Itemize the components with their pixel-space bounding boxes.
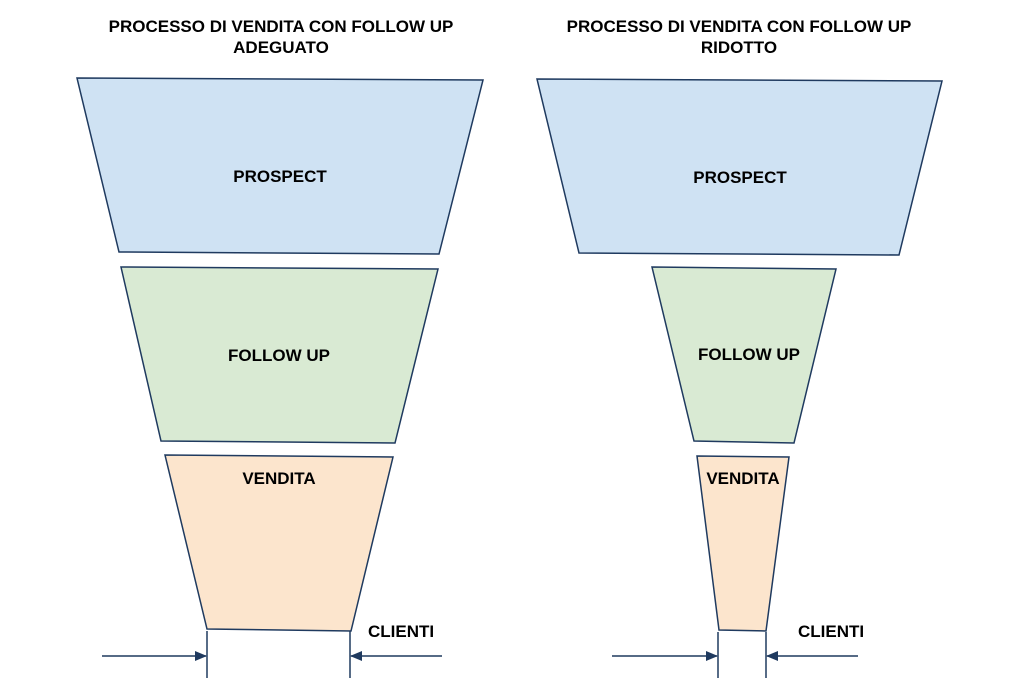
right-clienti-label: CLIENTI <box>798 622 864 641</box>
left-prospect-label: PROSPECT <box>233 167 327 186</box>
left-vendita-stage <box>164 454 394 632</box>
right-prospect-label: PROSPECT <box>693 168 787 187</box>
right-prospect-stage <box>536 78 943 256</box>
left-follow-up-label: FOLLOW UP <box>228 346 330 365</box>
right-title-line1: PROCESSO DI VENDITA CON FOLLOW UP <box>567 17 912 36</box>
left-title-line2: ADEGUATO <box>233 38 329 57</box>
left-vendita-label: VENDITA <box>242 469 315 488</box>
right-vendita-label: VENDITA <box>706 469 779 488</box>
left-prospect-stage <box>76 77 484 255</box>
right-vendita-stage <box>696 455 790 632</box>
right-follow-up-label: FOLLOW UP <box>698 345 800 364</box>
right-funnel: PROCESSO DI VENDITA CON FOLLOW UP RIDOTT… <box>536 17 943 678</box>
left-follow-up-stage <box>120 266 439 444</box>
right-title-line2: RIDOTTO <box>701 38 777 57</box>
left-title-line1: PROCESSO DI VENDITA CON FOLLOW UP <box>109 17 454 36</box>
right-follow-up-stage <box>651 266 837 444</box>
left-funnel: PROCESSO DI VENDITA CON FOLLOW UP ADEGUA… <box>76 17 484 678</box>
left-clienti-label: CLIENTI <box>368 622 434 641</box>
